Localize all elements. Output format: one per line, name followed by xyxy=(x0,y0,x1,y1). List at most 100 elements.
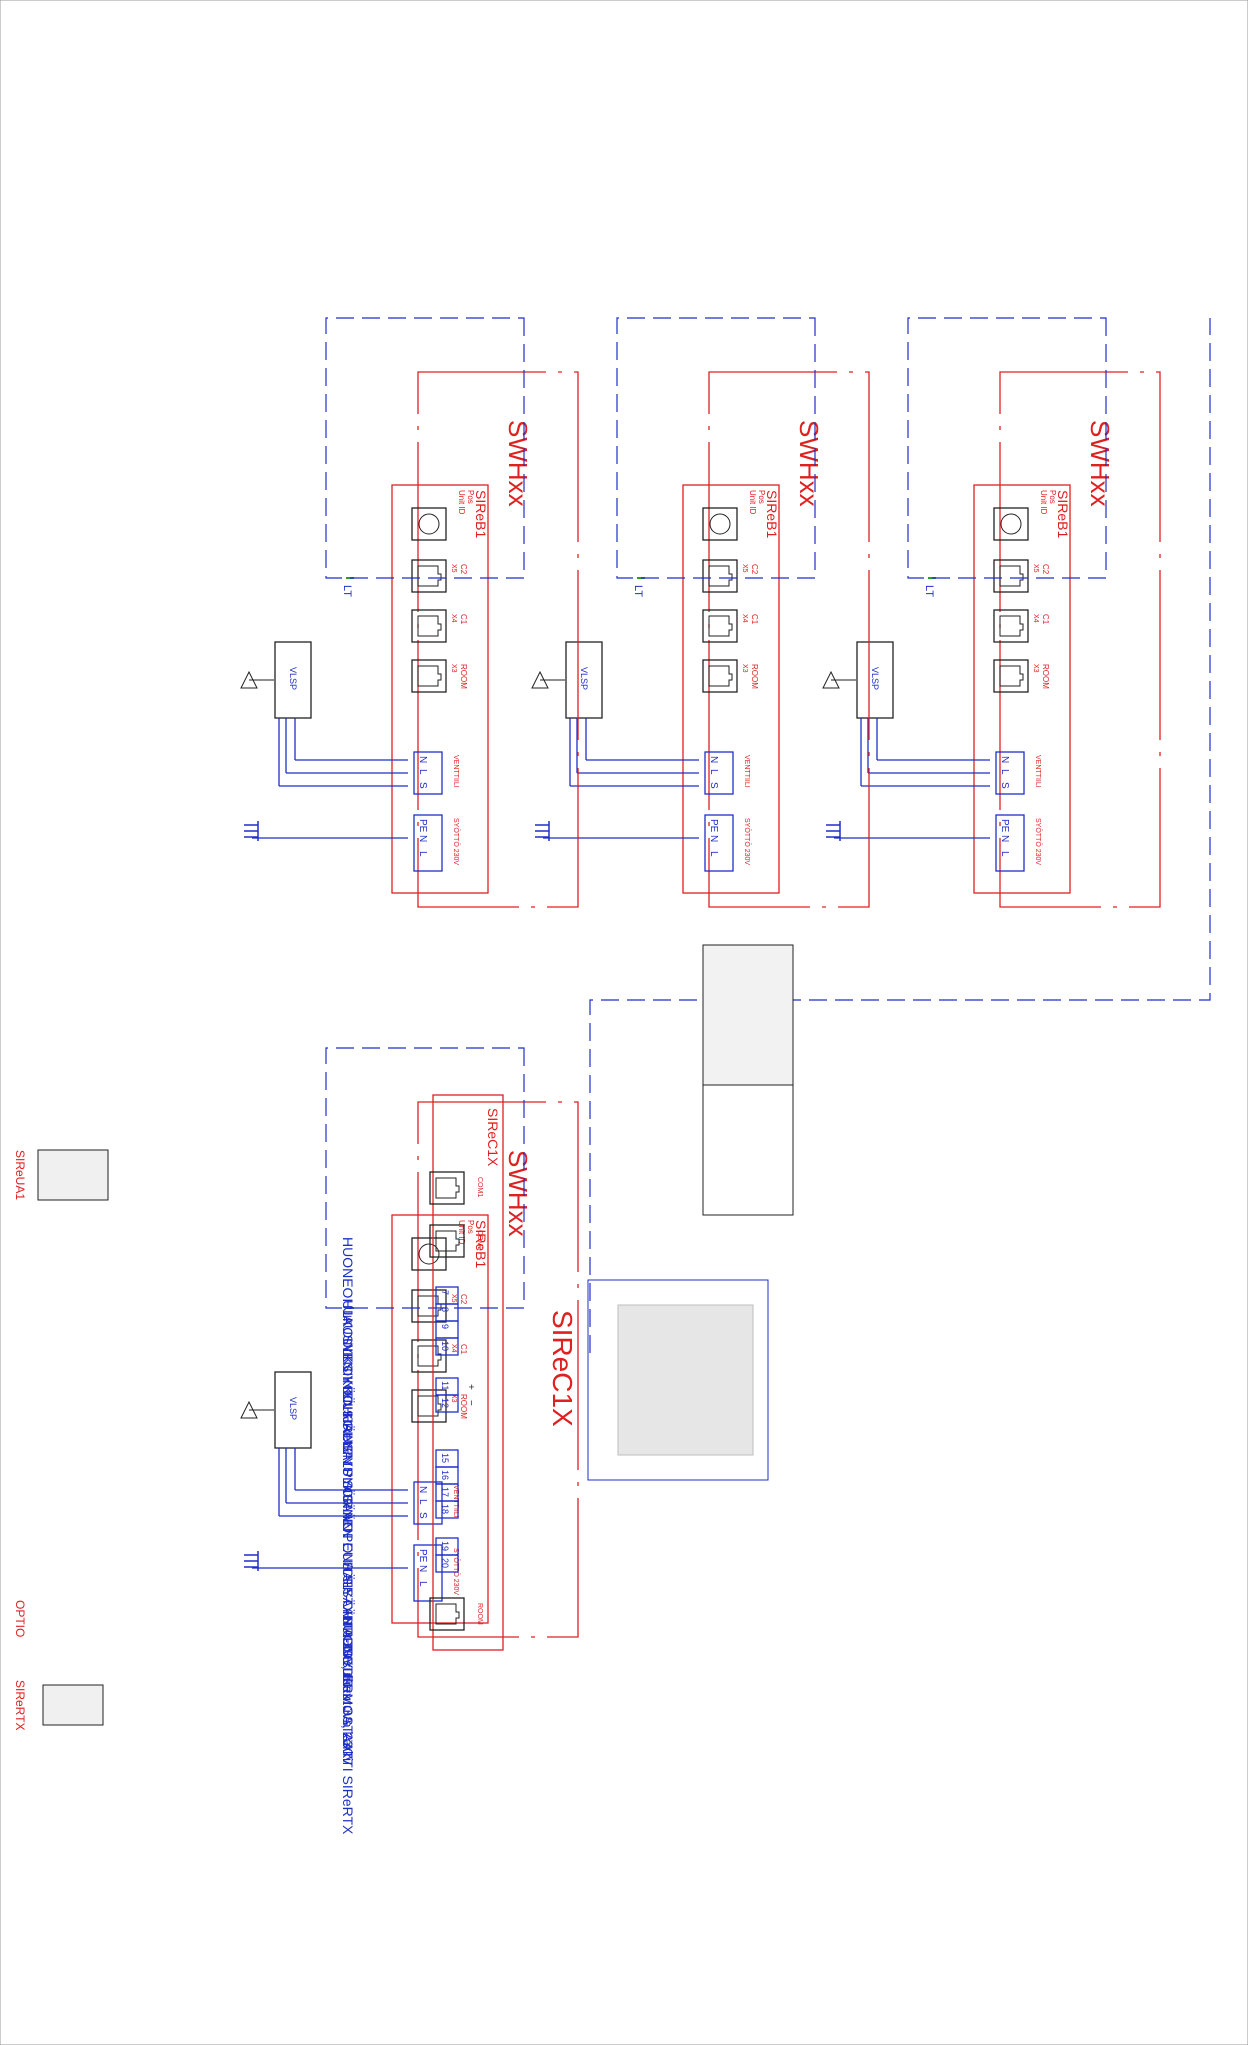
ventil-pin-s: S xyxy=(708,782,719,789)
port-room xyxy=(411,1389,447,1423)
board-pos-label: Pos xyxy=(757,490,766,504)
function-label-5: ULKOINEN ON/OFF-OHJAUS sulkeutuva kärki xyxy=(340,1467,356,1761)
valve-icon xyxy=(240,1400,274,1419)
valve-body xyxy=(856,641,894,719)
port-c1 xyxy=(411,1339,447,1373)
address-switch-dial xyxy=(418,513,440,535)
controller-room-label: ROOM xyxy=(476,1603,483,1625)
ventil-terminal-block xyxy=(995,751,1025,795)
port-label-c1: C1 xyxy=(459,1344,468,1355)
rj45-jack-port xyxy=(435,1177,460,1199)
valve-label: VLSP xyxy=(870,667,880,690)
board-frame xyxy=(391,484,489,894)
supply-label: SYÖTTÖ 230V xyxy=(452,818,460,865)
port-c2 xyxy=(702,559,738,593)
address-switch xyxy=(993,507,1029,541)
controller-layer: SIReC1XSIReC1XCOM1COM2ROOM78910111215161… xyxy=(13,944,794,1835)
function-label-2: ULKOINEN YÖOHJAUS xyxy=(340,1300,357,1452)
valve-icon xyxy=(531,670,565,689)
board-pos-label: Pos xyxy=(1048,490,1057,504)
supply-pin-l: L xyxy=(417,1581,428,1587)
ventil-pin-s: S xyxy=(999,782,1010,789)
address-switch-dial xyxy=(709,513,731,535)
rj45-jack-body xyxy=(702,659,738,693)
valve-body xyxy=(565,641,603,719)
function-label-3: ULKOINEN HÄLYTYS SISÄÄN xyxy=(340,1338,356,1531)
rj45-jack-port xyxy=(999,665,1024,687)
unit-frame xyxy=(999,371,1161,908)
rj45-jack-body xyxy=(411,1389,447,1423)
terminal-label-15: 15 xyxy=(440,1453,450,1463)
supply-pin-pe: PE xyxy=(708,819,719,833)
port-code-c1: X4 xyxy=(450,1344,457,1353)
sirertx-photo xyxy=(42,1684,104,1726)
port-c2 xyxy=(411,559,447,593)
ventil-label: VENTTIILI xyxy=(743,755,750,788)
port-code-c2: X5 xyxy=(1032,564,1039,573)
supply-pin-pe: PE xyxy=(417,1549,428,1563)
unit-name-label: SWHxx xyxy=(794,420,824,507)
supply-pin-n: N xyxy=(708,835,719,842)
port-code-c2: X5 xyxy=(741,564,748,573)
terminal-label-17: 17 xyxy=(440,1487,450,1497)
port-label-c2: C2 xyxy=(459,564,468,575)
supply-pin-pe: PE xyxy=(417,819,428,833)
port-code-room: X3 xyxy=(741,664,748,673)
mains-plug-icon xyxy=(244,821,259,841)
ventil-label: VENTTIILI xyxy=(1034,755,1041,788)
rj45-jack-body xyxy=(411,659,447,693)
terminal-label-20: 20 xyxy=(440,1558,450,1568)
rj45-jack-port xyxy=(417,1345,442,1367)
plus-sign: + xyxy=(465,1384,476,1390)
unit-name-label: SWHxx xyxy=(503,1150,533,1237)
port-label-c2: C2 xyxy=(750,564,759,575)
supply-pin-n: N xyxy=(417,835,428,842)
port-c1 xyxy=(411,609,447,643)
terminal-label-7: 7 xyxy=(440,1290,450,1295)
supply-pin-n: N xyxy=(417,1565,428,1572)
port-code-c1: X4 xyxy=(741,614,748,623)
bus-trunk xyxy=(589,318,1211,1353)
ventil-pin-l: L xyxy=(417,1499,428,1505)
terminal-20 xyxy=(435,1554,459,1573)
unit-frame xyxy=(417,1101,579,1638)
supply-terminal-block xyxy=(413,1544,443,1602)
rj45-jack-port xyxy=(435,1230,460,1252)
board-frame xyxy=(682,484,780,894)
rj45-jack-port xyxy=(708,665,733,687)
rj45-jack-port xyxy=(417,665,442,687)
port-room xyxy=(411,659,447,693)
rj45-jack-port xyxy=(999,565,1024,587)
port-label-room: ROOM xyxy=(459,1394,468,1419)
valve-icon xyxy=(822,670,856,689)
bus-link-dashed xyxy=(325,1047,525,1309)
mains-plug-icon xyxy=(535,821,550,841)
port-c1 xyxy=(702,609,738,643)
sireua1-photo xyxy=(37,1149,109,1201)
ventil-pin-s: S xyxy=(417,782,428,789)
controller-name-label: SIReC1X xyxy=(547,1310,578,1427)
supply-terminal-block xyxy=(704,814,734,872)
port-label-room: ROOM xyxy=(1041,664,1050,689)
valve-label: VLSP xyxy=(288,667,298,690)
unit-name-label: SWHxx xyxy=(503,420,533,507)
controller-port-room xyxy=(429,1597,465,1631)
ventil-terminal-block xyxy=(704,751,734,795)
board-label: SIReB1 xyxy=(473,490,489,538)
port-code-room: X3 xyxy=(450,664,457,673)
function-label-7: HUONETERMOSTAATTI SIReRTX xyxy=(340,1615,356,1835)
rj45-jack-body xyxy=(702,609,738,643)
minus-sign: − xyxy=(465,1400,476,1406)
valve-label: VLSP xyxy=(579,667,589,690)
bus-link-dashed xyxy=(616,317,816,579)
terminal-label-12: 12 xyxy=(440,1398,450,1408)
port-code-c2: X5 xyxy=(450,564,457,573)
